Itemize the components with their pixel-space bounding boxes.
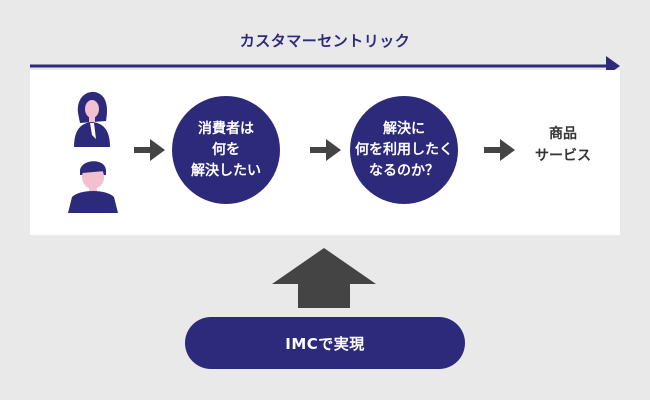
imc-pill: IMCで実現 [185, 317, 465, 369]
arrow-up-icon [272, 248, 376, 308]
arrow-right-icon [134, 139, 165, 161]
man-icon [68, 161, 118, 213]
customer-centric-label: カスタマーセントリック [239, 32, 411, 50]
solution-use-circle: 解決に 何を利用したく なるのか？ [350, 96, 458, 204]
product-service-label: 商品 サービス [535, 126, 591, 165]
arrow-right-icon [484, 139, 515, 161]
consumer-problem-circle: 消費者は 何を 解決したい [172, 96, 280, 204]
arrow-right-icon [310, 139, 341, 161]
woman-icon [74, 91, 110, 147]
flow-panel: 消費者は 何を 解決したい 解決に 何を利用したく なるのか？ [30, 70, 620, 235]
